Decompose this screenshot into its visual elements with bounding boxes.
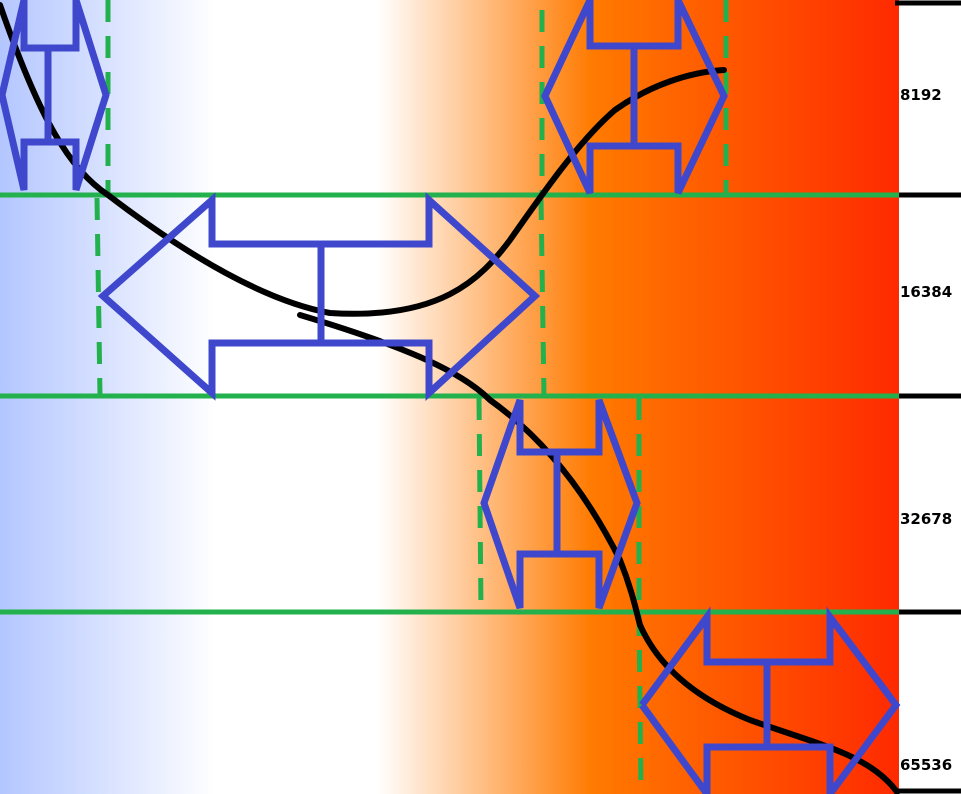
range-marker-dashed bbox=[636, 613, 644, 794]
double-headed-arrow-icon bbox=[541, 0, 728, 195]
band-label-65536: 65536 bbox=[900, 756, 953, 774]
band-label-32678: 32678 bbox=[900, 510, 953, 528]
range-arrows bbox=[0, 0, 901, 794]
range-markers bbox=[94, 0, 729, 794]
double-headed-arrow-icon bbox=[639, 606, 901, 794]
range-marker-dashed bbox=[538, 197, 547, 397]
double-headed-arrow-icon bbox=[97, 192, 541, 401]
double-headed-arrow-icon bbox=[0, 0, 110, 192]
band-label-8192: 8192 bbox=[900, 86, 942, 104]
transition-curve-upper bbox=[0, 2, 727, 317]
double-headed-arrow-icon bbox=[480, 398, 641, 610]
transition-curve-lower bbox=[297, 312, 900, 794]
scale-ticks bbox=[895, 0, 961, 794]
transition-curves bbox=[0, 2, 900, 794]
band-boundaries bbox=[0, 192, 899, 615]
band-label-16384: 16384 bbox=[900, 283, 953, 301]
range-marker-dashed bbox=[94, 197, 103, 397]
